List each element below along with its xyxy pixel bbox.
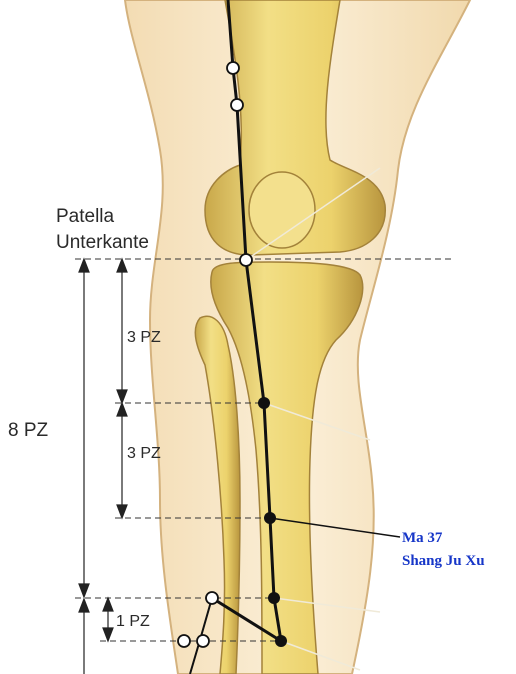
point-8pz xyxy=(268,592,280,604)
point-9pz xyxy=(275,635,287,647)
landmark-label-line1: Patella xyxy=(56,206,115,227)
upper-segment-label: 3 PZ xyxy=(127,329,161,346)
total-distance-label: 8 PZ xyxy=(8,420,49,441)
hollow-point-1 xyxy=(227,62,239,74)
patella-bone xyxy=(249,172,315,248)
lower-segment-label: 1 PZ xyxy=(116,613,150,630)
patella-point xyxy=(240,254,252,266)
dimension-arrows xyxy=(79,259,127,674)
point-name-label: Shang Ju Xu xyxy=(402,553,485,569)
hollow-point-lower xyxy=(206,592,218,604)
point-code-label: Ma 37 xyxy=(402,530,443,546)
hollow-point-2 xyxy=(231,99,243,111)
landmark-label-line2: Unterkante xyxy=(56,232,149,253)
hollow-point-lower-3 xyxy=(197,635,209,647)
point-3pz xyxy=(258,397,270,409)
hollow-point-lower-2 xyxy=(178,635,190,647)
middle-segment-label: 3 PZ xyxy=(127,445,161,462)
